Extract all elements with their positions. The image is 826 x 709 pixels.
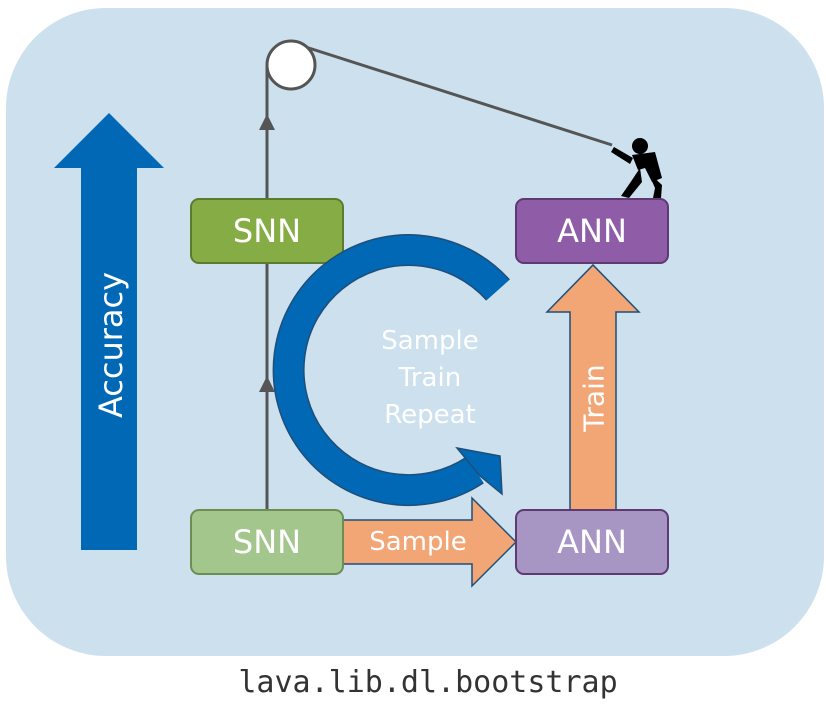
top-snn-label: SNN — [233, 212, 301, 250]
accuracy-arrow — [54, 113, 164, 550]
top-snn-box — [190, 198, 344, 264]
background-panel — [6, 8, 824, 656]
sample-label: Sample — [369, 527, 467, 557]
top-ann-box — [515, 198, 669, 264]
cycle-line-3: Repeat — [384, 400, 476, 430]
rope-line — [289, 40, 613, 147]
top-ann-label: ANN — [557, 212, 627, 250]
bottom-snn-label: SNN — [233, 523, 301, 561]
pulling-person-icon — [611, 138, 662, 198]
cycle-line-1: Sample — [381, 326, 479, 356]
train-arrow — [545, 263, 641, 511]
sample-arrow — [342, 496, 518, 588]
caption: lava.lib.dl.bootstrap — [238, 665, 618, 700]
cycle-arrow — [272, 234, 510, 507]
line-arrowhead-upper — [259, 114, 275, 130]
pulley-icon — [265, 39, 317, 91]
bottom-snn-box — [190, 509, 344, 575]
cycle-line-2: Train — [398, 363, 461, 393]
line-arrowhead-lower — [259, 376, 275, 392]
accuracy-label: Accuracy — [92, 272, 130, 418]
bottom-ann-box — [515, 509, 669, 575]
train-label: Train — [578, 364, 611, 432]
bottom-ann-label: ANN — [557, 523, 627, 561]
